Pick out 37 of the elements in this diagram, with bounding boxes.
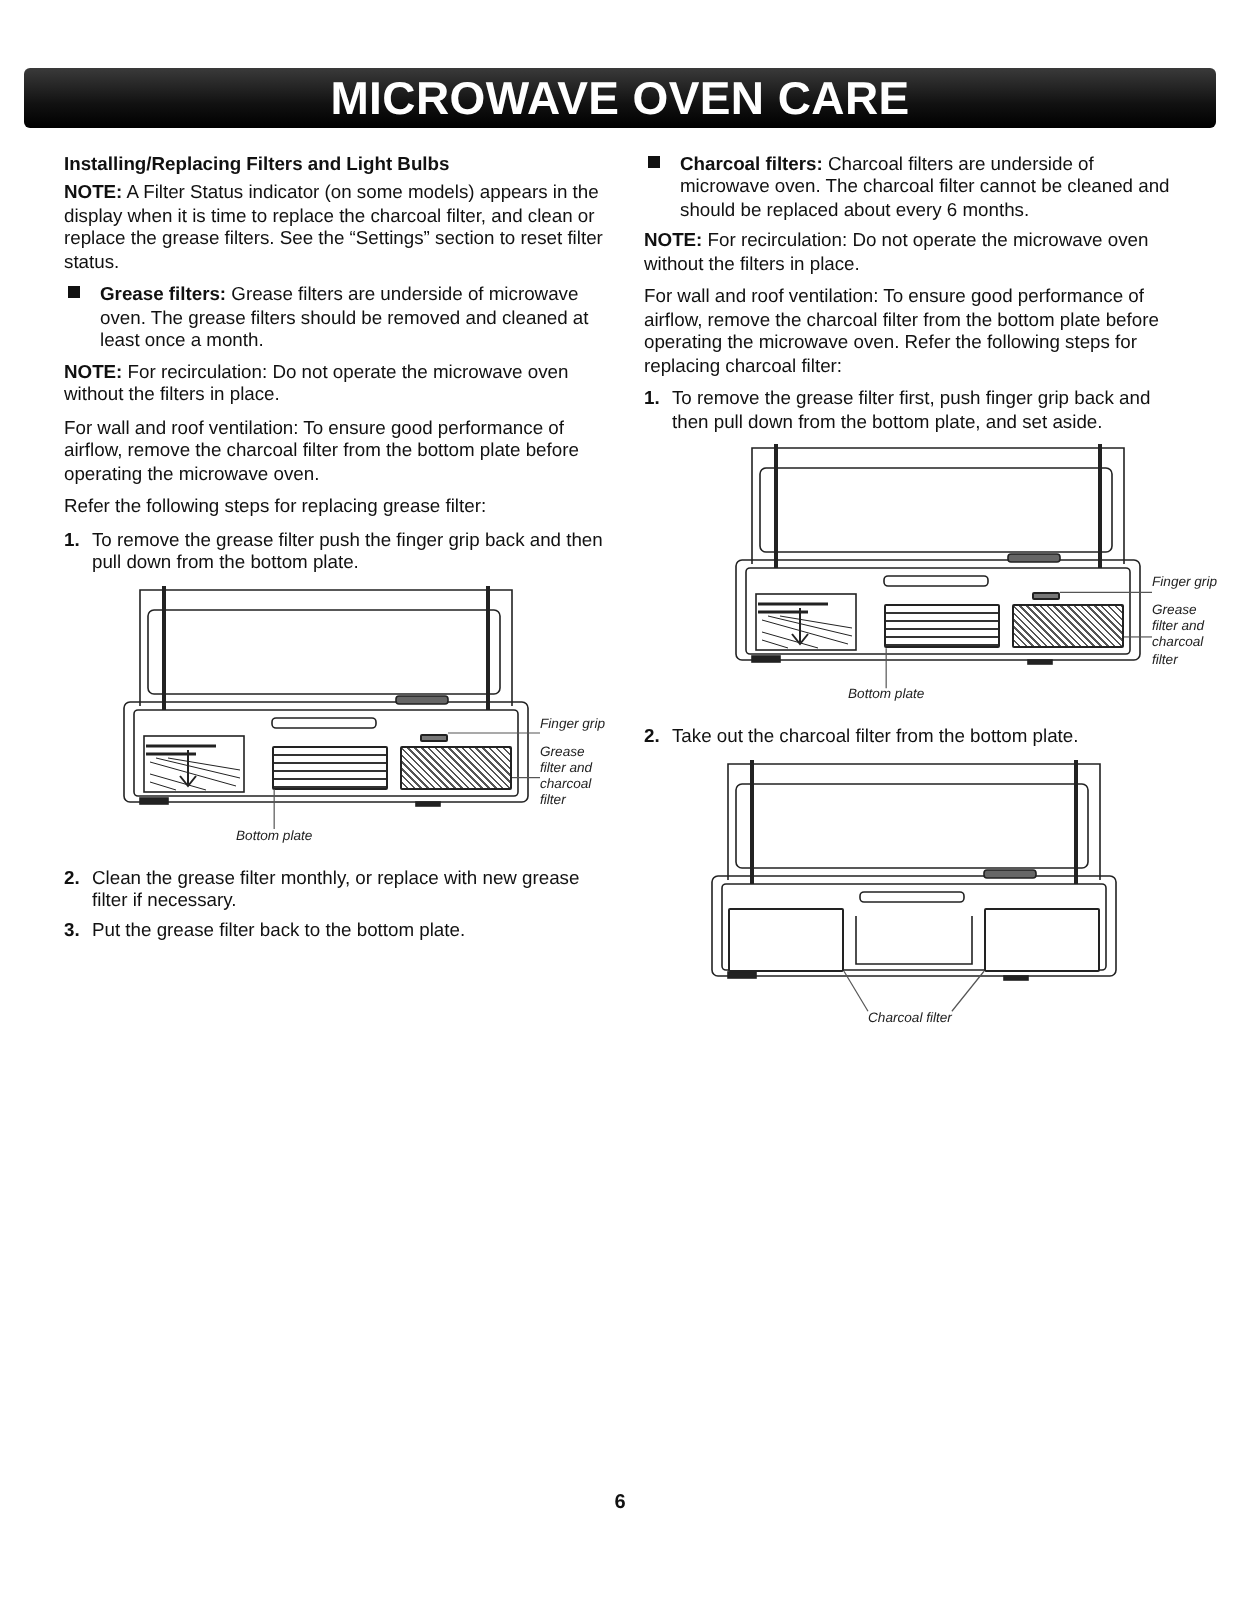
leader-line bbox=[273, 788, 275, 830]
step-number: 2. bbox=[64, 865, 82, 888]
finger-grip bbox=[1032, 592, 1060, 601]
body-text: NOTE: For recirculation: Do not operate the microwave oven without the filters in place. bbox=[644, 228, 1151, 275]
page-number: 6 bbox=[612, 1492, 628, 1514]
body-text: Charcoal filters: Charcoal filters are underside of microwave oven. The charcoal filter cannot be cleaned and should be replaced about every 6 months. bbox=[680, 152, 1172, 221]
body-text: Refer the following steps for replacing grease filter: bbox=[64, 494, 489, 518]
bottom-plate-vents bbox=[272, 745, 388, 789]
leader-line bbox=[951, 970, 985, 1012]
section-heading: Installing/Replacing Filters and Light Bulbs bbox=[64, 152, 452, 175]
step-text: To remove the grease filter push the finger grip back and then pull down from the bottom plate. bbox=[92, 527, 605, 573]
step-text: Clean the grease filter monthly, or replace with new grease filter if necessary. bbox=[92, 865, 582, 911]
finger-grip bbox=[420, 733, 448, 741]
leader-line bbox=[1059, 591, 1153, 593]
leader-line bbox=[1123, 636, 1153, 638]
leader-line bbox=[885, 647, 887, 689]
step-number: 1. bbox=[644, 386, 662, 410]
filter-panel bbox=[400, 745, 512, 789]
title-banner: MICROWAVE OVEN CARE bbox=[24, 68, 1216, 128]
step-number: 3. bbox=[64, 918, 82, 942]
bottom-plate-vents bbox=[884, 604, 1000, 649]
body-text: For wall and roof ventilation: To ensure good performance of airflow, remove the charcoal filter from the bottom plate before operating the microwave oven. Refer the following steps for replacing charcoal filter: bbox=[644, 284, 1161, 377]
step-text: Take out the charcoal filter from the bottom plate. bbox=[672, 724, 1081, 748]
step-text: To remove the grease filter first, push finger grip back and then pull down from the bottom plate, and set aside. bbox=[672, 386, 1153, 433]
step-number: 2. bbox=[644, 724, 662, 748]
body-text: Grease filters: Grease filters are underside of microwave oven. The grease filters should be removed and cleaned at least once a month. bbox=[100, 282, 591, 352]
body-text: NOTE: For recirculation: Do not operate the microwave oven without the filters in place. bbox=[64, 359, 571, 406]
leader-line bbox=[843, 970, 869, 1012]
step-text: Put the grease filter back to the bottom plate. bbox=[92, 918, 468, 942]
body-text: For wall and roof ventilation: To ensure good performance of airflow, remove the charcoal filter from the bottom plate before operating the microwave oven. bbox=[64, 415, 581, 485]
step-number: 1. bbox=[64, 527, 82, 551]
filter-panel bbox=[728, 907, 844, 972]
leader-line bbox=[511, 777, 541, 779]
leader-line bbox=[447, 732, 541, 734]
filter-panel bbox=[984, 907, 1100, 972]
body-text: NOTE: A Filter Status indicator (on some models) appears in the display when it is time to replace the charcoal filter, and clean or replace the grease filters. See the “Settings” section to reset filter status. bbox=[64, 180, 605, 273]
filter-panel bbox=[1012, 604, 1124, 649]
